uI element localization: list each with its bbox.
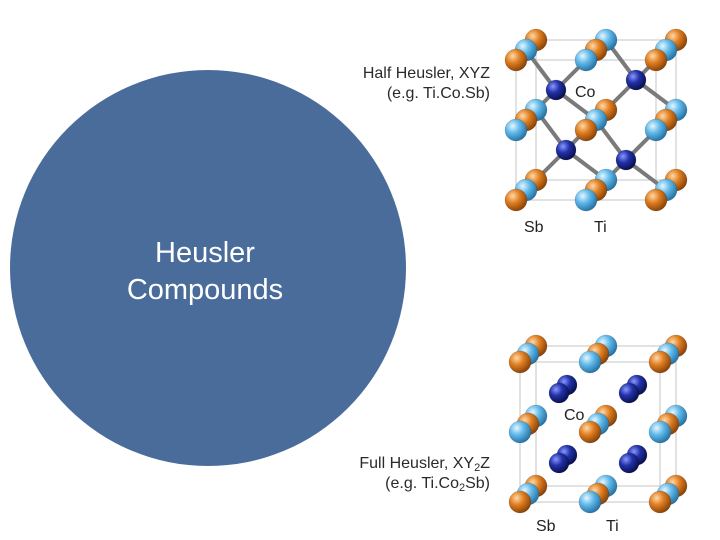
- ti-atom: [508, 420, 532, 444]
- ti-label: Ti: [594, 219, 607, 236]
- co-label: Co: [575, 84, 596, 101]
- co-atom: [618, 382, 640, 404]
- sb-atom: [508, 490, 532, 514]
- atoms: [508, 334, 688, 514]
- sb-label: Sb: [524, 219, 544, 236]
- ti-atom: [648, 420, 672, 444]
- half-heusler-formula: Half Heusler, XYZ: [362, 65, 490, 82]
- ti-atom: [578, 350, 602, 374]
- full-heusler-crystal: Co Sb Ti: [508, 334, 688, 535]
- half-heusler-crystal: Co Sb Ti: [504, 28, 688, 236]
- full-heusler-example: (e.g. Ti.Co2Sb): [385, 475, 490, 494]
- co-label: Co: [564, 407, 585, 424]
- sb-atom: [504, 48, 528, 72]
- co-atom: [625, 69, 647, 91]
- co-atom: [555, 139, 577, 161]
- sb-label: Sb: [536, 518, 556, 535]
- sb-atom: [574, 118, 598, 142]
- full-heusler-caption: Full Heusler, XY2Z (e.g. Ti.Co2Sb): [290, 454, 490, 494]
- main-title: Heusler Compounds: [80, 235, 330, 309]
- heusler-compounds-circle: [10, 70, 406, 466]
- sb-atom: [578, 420, 602, 444]
- sb-atom: [504, 188, 528, 212]
- sb-atom: [644, 188, 668, 212]
- main-title-line2: Compounds: [126, 274, 284, 306]
- main-title-line1: Heusler: [155, 237, 255, 269]
- co-atom: [618, 452, 640, 474]
- half-heusler-example: (e.g. Ti.Co.Sb): [386, 85, 490, 102]
- ti-atom: [504, 118, 528, 142]
- ti-atom: [574, 188, 598, 212]
- atoms: [504, 28, 688, 212]
- half-heusler-caption: Half Heusler, XYZ (e.g. Ti.Co.Sb): [300, 64, 490, 104]
- full-heusler-formula: Full Heusler, XY2Z: [359, 455, 490, 474]
- sb-atom: [644, 48, 668, 72]
- ti-atom: [574, 48, 598, 72]
- ti-atom: [578, 490, 602, 514]
- co-atom: [548, 452, 570, 474]
- sb-atom: [508, 350, 532, 374]
- co-atom: [615, 149, 637, 171]
- ti-label: Ti: [606, 518, 619, 535]
- co-atom: [548, 382, 570, 404]
- sb-atom: [648, 490, 672, 514]
- co-atom: [545, 79, 567, 101]
- sb-atom: [648, 350, 672, 374]
- ti-atom: [644, 118, 668, 142]
